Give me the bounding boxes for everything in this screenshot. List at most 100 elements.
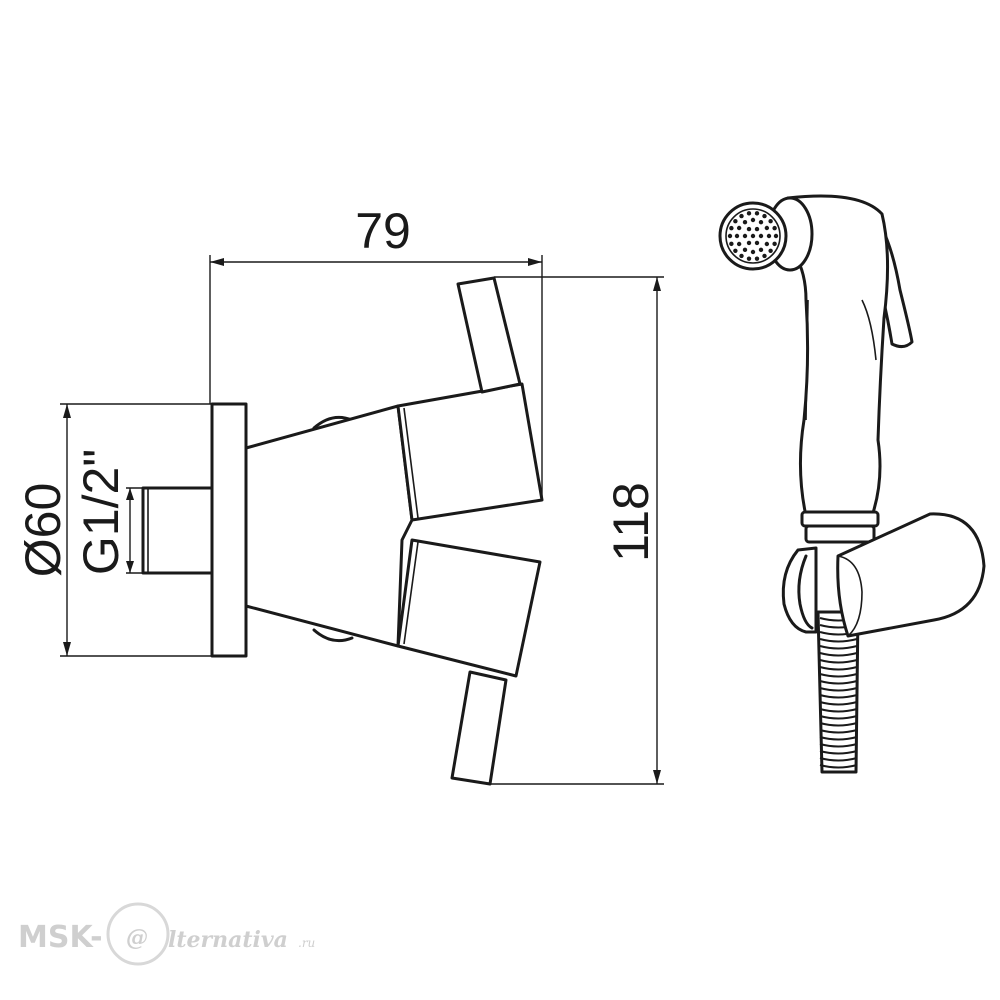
- body-bump-bottom: [312, 628, 354, 643]
- arrow-right: [528, 258, 542, 266]
- watermark-logo: MSK- @ lternativa .ru: [18, 902, 315, 966]
- watermark-at: @: [126, 925, 148, 951]
- nozzle-hole: [768, 248, 773, 253]
- hose-ring: [819, 687, 858, 692]
- nozzle-hole: [739, 213, 744, 219]
- nozzle-hole: [766, 233, 772, 239]
- nozzle-hole: [739, 253, 744, 259]
- nozzle-hole: [729, 225, 734, 231]
- arrow-left: [210, 258, 224, 266]
- nozzle-hole: [772, 225, 777, 231]
- hose-ring: [819, 652, 858, 657]
- nozzle-hole: [733, 248, 738, 253]
- hose-ring: [819, 645, 858, 650]
- upper-outlet-block: [396, 382, 544, 522]
- hose-ring: [819, 673, 858, 678]
- nozzle-hole: [750, 217, 756, 223]
- hose-ring: [819, 708, 858, 713]
- nozzle-hole: [746, 256, 752, 261]
- nozzle-hole: [736, 225, 742, 231]
- nozzle-hole: [762, 213, 767, 219]
- nozzle-hole: [754, 211, 760, 216]
- nozzle-holes: [727, 211, 779, 261]
- watermark-tld: .ru: [298, 936, 315, 950]
- bracket-front-curve: [837, 555, 863, 637]
- nozzle-hole: [768, 219, 773, 224]
- nozzle-hole: [734, 233, 740, 239]
- threaded-stub: [141, 486, 214, 575]
- lower-block-edge: [403, 541, 419, 645]
- hose-ring: [819, 722, 858, 727]
- hose-ring: [819, 638, 858, 643]
- nozzle-hole: [742, 247, 748, 253]
- spray-head: [718, 196, 814, 272]
- hose-ring: [819, 736, 858, 741]
- lower-handle: [450, 670, 508, 786]
- watermark-prefix: MSK-: [18, 920, 103, 955]
- nozzle-hole: [758, 219, 764, 225]
- dimension-diameter: Ø60: [15, 403, 212, 657]
- dimension-118: 118: [490, 276, 664, 785]
- height-label: 118: [603, 482, 659, 562]
- arrow-bottom: [653, 770, 661, 784]
- hose-ring: [819, 659, 858, 664]
- nozzle-hole: [746, 240, 752, 246]
- arrow-thread-bottom: [126, 561, 134, 573]
- dimension-79: 79: [209, 203, 543, 500]
- hose-ring: [819, 680, 858, 685]
- valve-body: [244, 404, 414, 648]
- nozzle-hole: [754, 240, 760, 246]
- hose-ring: [819, 694, 858, 699]
- watermark-at-ring: [106, 902, 170, 966]
- hose-ring: [819, 701, 858, 706]
- upper-handle: [456, 276, 522, 394]
- hose-ring: [819, 750, 858, 755]
- collar-ring-2: [804, 524, 876, 544]
- holder-clip-inner: [797, 554, 814, 630]
- nozzle-hole: [764, 225, 770, 231]
- hose-ring: [819, 757, 858, 762]
- upper-block-edge: [403, 407, 419, 519]
- arrow-thread-top: [126, 488, 134, 500]
- nozzle-hole: [750, 233, 756, 239]
- nozzle-hole: [750, 249, 756, 255]
- nozzle-hole: [733, 219, 738, 224]
- collar-ring-1: [800, 510, 880, 528]
- nozzle-hole: [764, 241, 770, 247]
- hose-ring: [819, 764, 858, 769]
- nozzle-hole: [754, 226, 760, 232]
- nozzle-hole: [772, 241, 777, 247]
- hose-ring: [819, 743, 858, 748]
- watermark-suffix: lternativa: [168, 927, 288, 953]
- nozzle-hole: [754, 256, 760, 261]
- wall-flange: [210, 402, 248, 658]
- nozzle-hole: [762, 253, 767, 259]
- dimension-thread: G1/2": [73, 449, 143, 575]
- hose-rings: [819, 617, 858, 769]
- arrow-dia-bottom: [63, 642, 71, 656]
- nozzle-hole: [742, 219, 748, 225]
- nozzle-hole: [729, 241, 734, 247]
- nozzle-hole: [742, 233, 748, 239]
- arrow-dia-top: [63, 404, 71, 418]
- hand-sprayer: [718, 194, 986, 774]
- nozzle-hole: [758, 247, 764, 253]
- nozzle-hole: [773, 233, 779, 239]
- diameter-label: Ø60: [15, 483, 71, 578]
- nozzle-hole: [758, 233, 764, 239]
- spray-face-inner: [725, 208, 781, 264]
- body-shading-line: [805, 299, 809, 421]
- hose-ring: [819, 666, 858, 671]
- hose-ring: [819, 729, 858, 734]
- nozzle-hole: [746, 211, 752, 216]
- lower-outlet-block: [396, 538, 542, 678]
- nozzle-hole: [727, 233, 733, 239]
- thread-label: G1/2": [73, 449, 129, 575]
- holder-bracket: [836, 512, 986, 638]
- arrow-top: [653, 277, 661, 291]
- valve-side-view: [141, 276, 544, 786]
- width-label: 79: [355, 203, 411, 259]
- body-contour-line: [861, 299, 877, 361]
